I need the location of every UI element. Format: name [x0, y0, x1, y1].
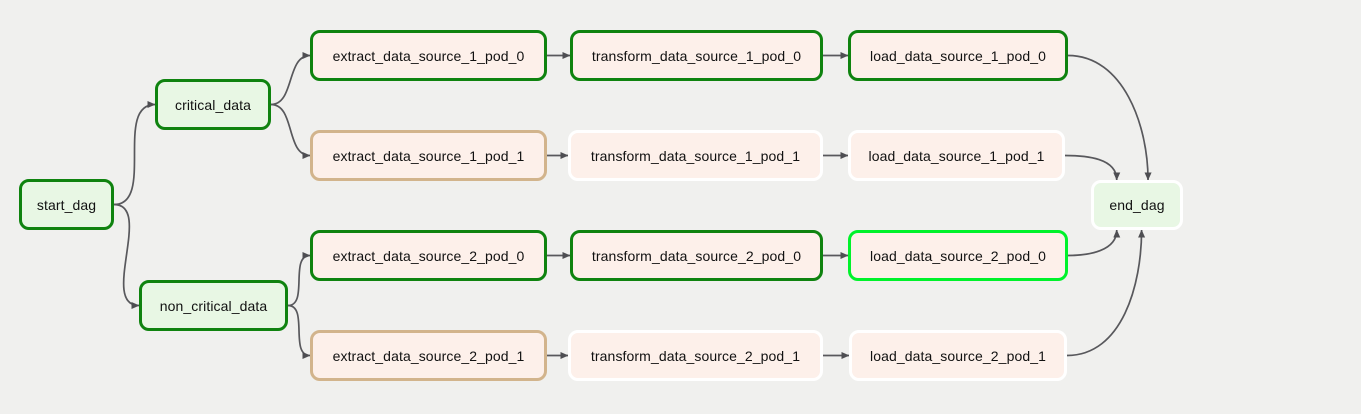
task-label: start_dag	[36, 196, 97, 213]
task-node-end_dag[interactable]: end_dag	[1091, 180, 1183, 230]
task-label: load_data_source_2_pod_0	[870, 247, 1046, 264]
task-label: extract_data_source_1_pod_1	[332, 147, 525, 164]
task-node-transform_data_source_1_pod_1[interactable]: transform_data_source_1_pod_1	[568, 130, 823, 181]
edge-critical_data-to-extract_data_source_1_pod_0	[270, 52, 311, 106]
task-node-load_data_source_1_pod_1[interactable]: load_data_source_1_pod_1	[848, 130, 1065, 181]
edge-load_data_source_2_pod_1-to-end_dag	[1066, 229, 1146, 357]
edge-load_data_source_1_pod_1-to-end_dag	[1064, 154, 1121, 181]
task-label: extract_data_source_2_pod_1	[332, 347, 525, 364]
task-node-non_critical_data[interactable]: non_critical_data	[139, 280, 288, 331]
task-node-extract_data_source_2_pod_1[interactable]: extract_data_source_2_pod_1	[310, 330, 547, 381]
task-label: non_critical_data	[159, 297, 268, 314]
task-label: load_data_source_1_pod_1	[868, 147, 1045, 164]
task-node-extract_data_source_1_pod_1[interactable]: extract_data_source_1_pod_1	[310, 130, 547, 181]
task-label: load_data_source_1_pod_0	[870, 47, 1046, 64]
task-node-load_data_source_2_pod_1[interactable]: load_data_source_2_pod_1	[849, 330, 1067, 381]
task-label: extract_data_source_1_pod_0	[332, 47, 525, 64]
edge-non_critical_data-to-extract_data_source_2_pod_1	[287, 304, 311, 359]
edge-start_dag-to-critical_data	[113, 101, 156, 206]
task-node-load_data_source_1_pod_0[interactable]: load_data_source_1_pod_0	[848, 30, 1068, 81]
task-label: transform_data_source_2_pod_0	[591, 247, 802, 264]
task-node-transform_data_source_1_pod_0[interactable]: transform_data_source_1_pod_0	[570, 30, 823, 81]
task-node-extract_data_source_2_pod_0[interactable]: extract_data_source_2_pod_0	[310, 230, 547, 281]
edge-load_data_source_2_pod_0-to-end_dag	[1067, 229, 1121, 257]
task-label: end_dag	[1109, 197, 1165, 213]
task-label: critical_data	[174, 96, 251, 113]
task-node-load_data_source_2_pod_0[interactable]: load_data_source_2_pod_0	[848, 230, 1068, 281]
task-node-transform_data_source_2_pod_1[interactable]: transform_data_source_2_pod_1	[568, 330, 823, 381]
edge-start_dag-to-non_critical_data	[113, 203, 140, 309]
task-label: extract_data_source_2_pod_0	[332, 247, 525, 264]
edge-load_data_source_1_pod_0-to-end_dag	[1067, 54, 1152, 181]
task-label: transform_data_source_1_pod_0	[591, 47, 802, 64]
task-node-start_dag[interactable]: start_dag	[19, 179, 114, 230]
task-node-extract_data_source_1_pod_0[interactable]: extract_data_source_1_pod_0	[310, 30, 547, 81]
task-node-transform_data_source_2_pod_0[interactable]: transform_data_source_2_pod_0	[570, 230, 823, 281]
task-label: load_data_source_2_pod_1	[870, 347, 1046, 364]
task-node-critical_data[interactable]: critical_data	[155, 79, 271, 130]
edge-critical_data-to-extract_data_source_1_pod_1	[270, 103, 311, 159]
edge-non_critical_data-to-extract_data_source_2_pod_0	[287, 252, 311, 307]
task-label: transform_data_source_1_pod_1	[590, 147, 801, 164]
task-label: transform_data_source_2_pod_1	[590, 347, 801, 364]
